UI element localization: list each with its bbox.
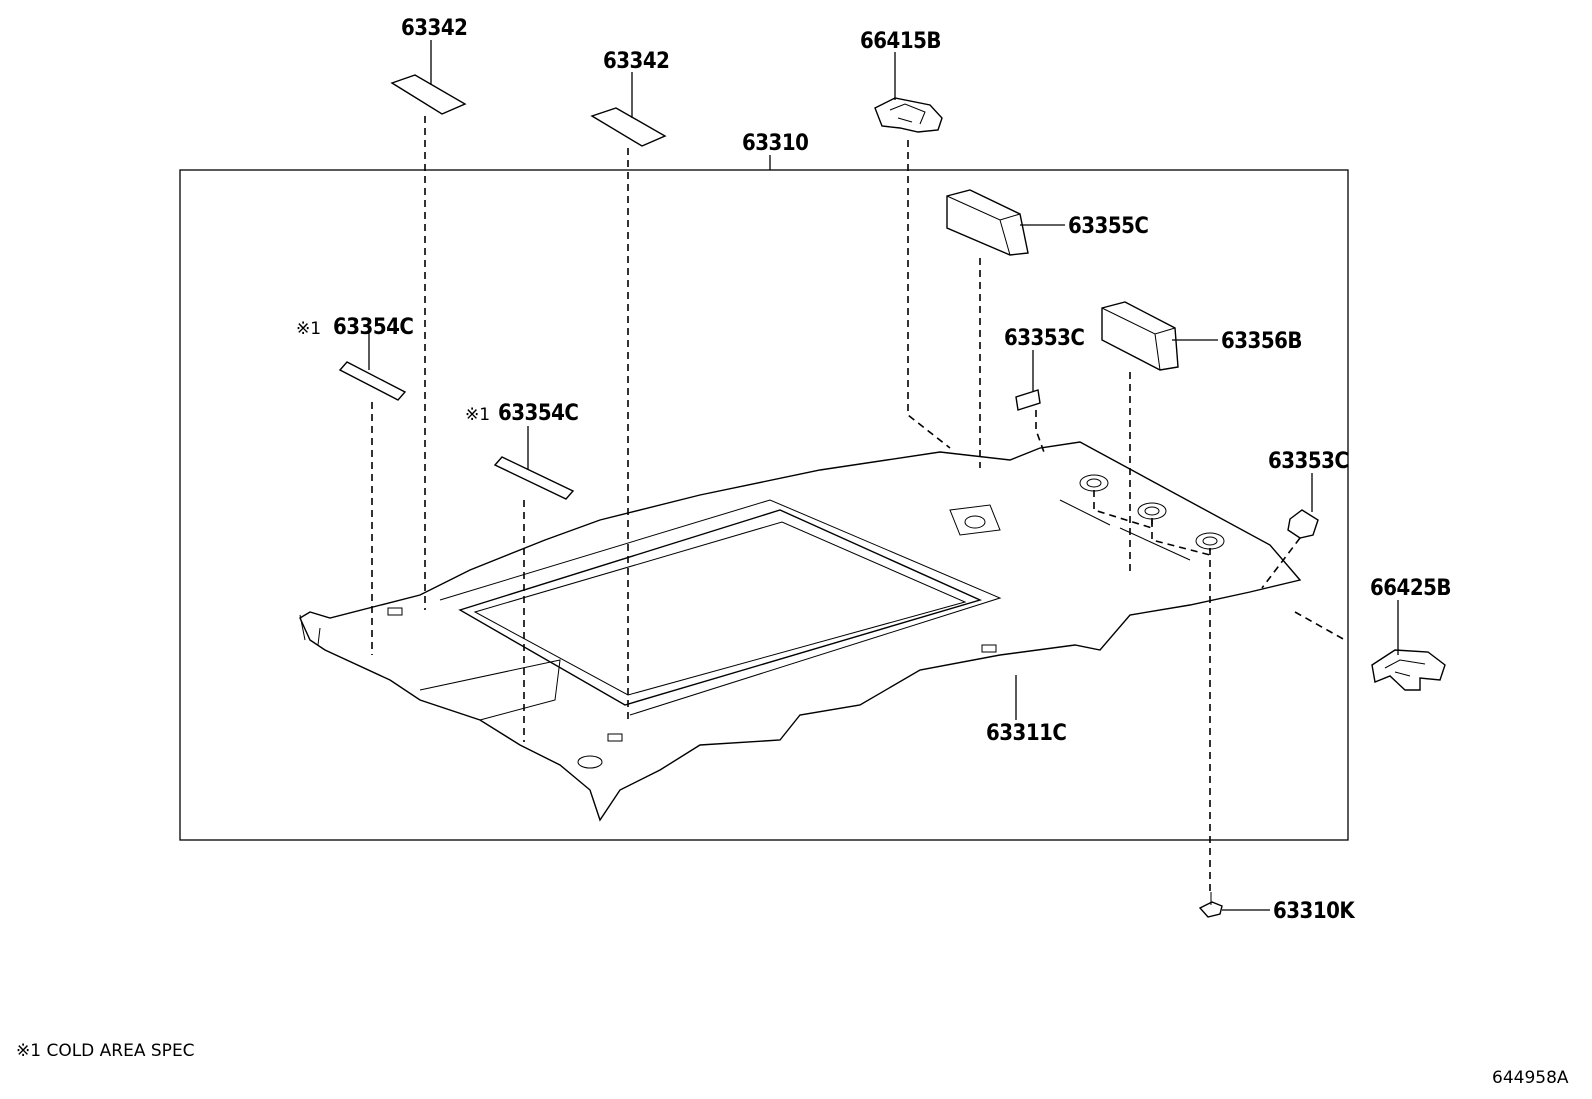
label-63311C: 63311C [986, 721, 1066, 746]
label-63353C-a: 63353C [1004, 326, 1084, 351]
part-63354C-b [493, 456, 575, 500]
part-63353C-b [1287, 509, 1319, 539]
part-63356B [1101, 301, 1179, 371]
label-63342-a: 63342 [401, 16, 467, 41]
label-66415B: 66415B [860, 29, 941, 54]
label-63310K: 63310K [1273, 899, 1355, 924]
part-63355C [946, 189, 1029, 256]
part-63353C-a [1015, 389, 1041, 411]
cold-mark-b: ※1 [465, 405, 490, 425]
headliner-63311C [299, 441, 1302, 822]
part-63342-b [590, 107, 667, 147]
label-63353C-b: 63353C [1268, 449, 1348, 474]
label-66425B: 66425B [1370, 576, 1451, 601]
part-63310K [1198, 892, 1223, 918]
part-63342-a [390, 74, 467, 115]
label-63356B: 63356B [1221, 329, 1302, 354]
part-63354C-a [338, 361, 407, 401]
cold-mark-a: ※1 [296, 319, 321, 339]
part-66425B [1371, 649, 1446, 691]
footnote-cold-area: ※1 COLD AREA SPEC [16, 1041, 195, 1061]
label-63342-b: 63342 [603, 49, 669, 74]
assembly-frame [179, 169, 1349, 841]
part-66415B [874, 97, 943, 133]
label-63354C-b: 63354C [498, 401, 578, 426]
label-63354C-a: 63354C [333, 315, 413, 340]
label-63355C: 63355C [1068, 214, 1148, 239]
diagram-id: 644958A [1492, 1068, 1569, 1088]
label-63310: 63310 [742, 131, 808, 156]
